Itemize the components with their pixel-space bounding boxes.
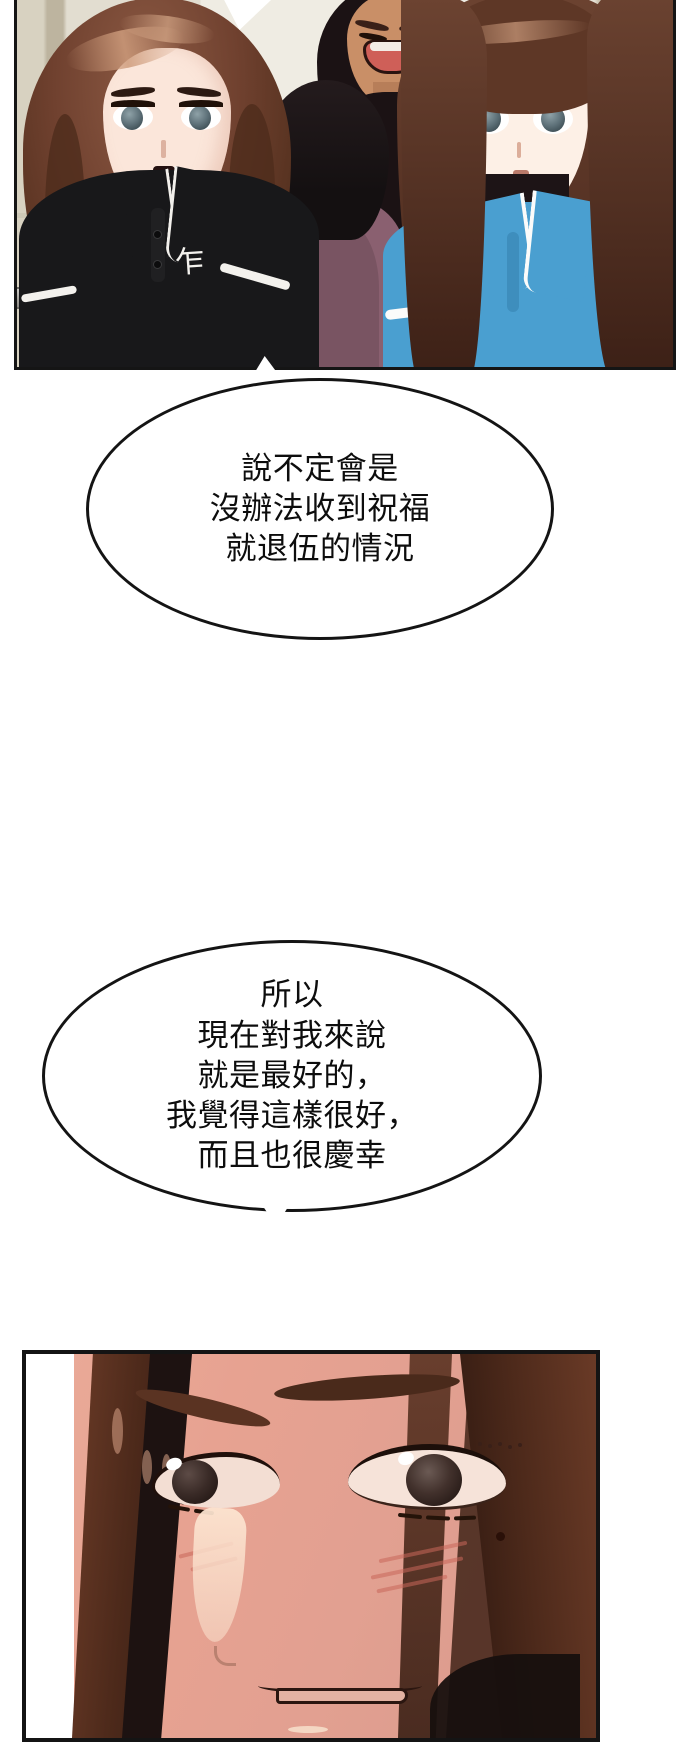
eyebrow-left: [110, 85, 156, 99]
mouth-smile: [258, 1678, 422, 1708]
nose-tip-line: [214, 1646, 236, 1666]
shirt-placket: [151, 208, 165, 282]
lower-lip: [276, 1688, 408, 1704]
eye-left: [152, 1452, 280, 1508]
bubble-1-line-1: 說不定會是: [241, 450, 399, 487]
eyebrow-right: [176, 85, 222, 99]
bubble-2-line-4: 我覺得這樣很好，: [166, 1098, 418, 1135]
hair-highlight-1: [112, 1408, 123, 1454]
panel-top: 乍: [14, 0, 676, 370]
eyelid-left: [111, 100, 155, 107]
hair-speckle-dots: [478, 1442, 530, 1450]
iris-left: [121, 106, 143, 130]
bubble-1-line-2: 沒辦法收到祝福: [209, 490, 431, 527]
bubble-2-line-5: 而且也很慶幸: [197, 1138, 387, 1175]
bubble-1-line-3: 就退伍的情況: [225, 531, 415, 568]
iris-right: [189, 106, 211, 130]
dot: [508, 1445, 512, 1449]
dot: [488, 1444, 492, 1448]
lower-lash-right-3: [453, 1515, 477, 1521]
shirt-button-2: [153, 260, 162, 269]
bubble-2-line-2: 現在對我來說: [197, 1017, 387, 1054]
panel-bottom: [22, 1350, 600, 1742]
panel-top-artwork: 乍: [17, 0, 673, 367]
hair-side-right: [587, 0, 673, 367]
panel-bottom-artwork: [26, 1354, 596, 1738]
left-white-margin: [26, 1354, 82, 1738]
bubble-2-line-1: 所以: [260, 977, 324, 1014]
beauty-mark-mole: [496, 1532, 505, 1541]
speech-bubble-2: 所以 現在對我來說 就是最好的， 我覺得這樣很好， 而且也很慶幸: [42, 940, 542, 1212]
hair-side-left: [401, 0, 487, 367]
collar-right: [522, 190, 594, 302]
chin-highlight: [288, 1726, 328, 1733]
hair-highlight-2: [142, 1450, 152, 1484]
speech-bubble-1: 說不定會是 沒辦法收到祝福 就退伍的情況: [86, 378, 554, 640]
dot: [498, 1442, 502, 1446]
eye-right: [348, 1444, 506, 1510]
nose: [517, 142, 521, 158]
pupil: [406, 1454, 462, 1506]
nose: [161, 140, 166, 158]
shirt-placket: [507, 232, 519, 312]
shirt-logo: 乍: [173, 244, 205, 281]
character-black-polo: 乍: [19, 0, 319, 367]
character-blue-polo: [383, 0, 673, 367]
bubble-2-line-3: 就是最好的，: [197, 1057, 387, 1094]
eyelid-right: [179, 100, 223, 107]
eyebrow-left: [354, 18, 390, 33]
dot: [478, 1442, 482, 1446]
dot: [518, 1443, 522, 1447]
shirt-button-1: [153, 230, 162, 239]
